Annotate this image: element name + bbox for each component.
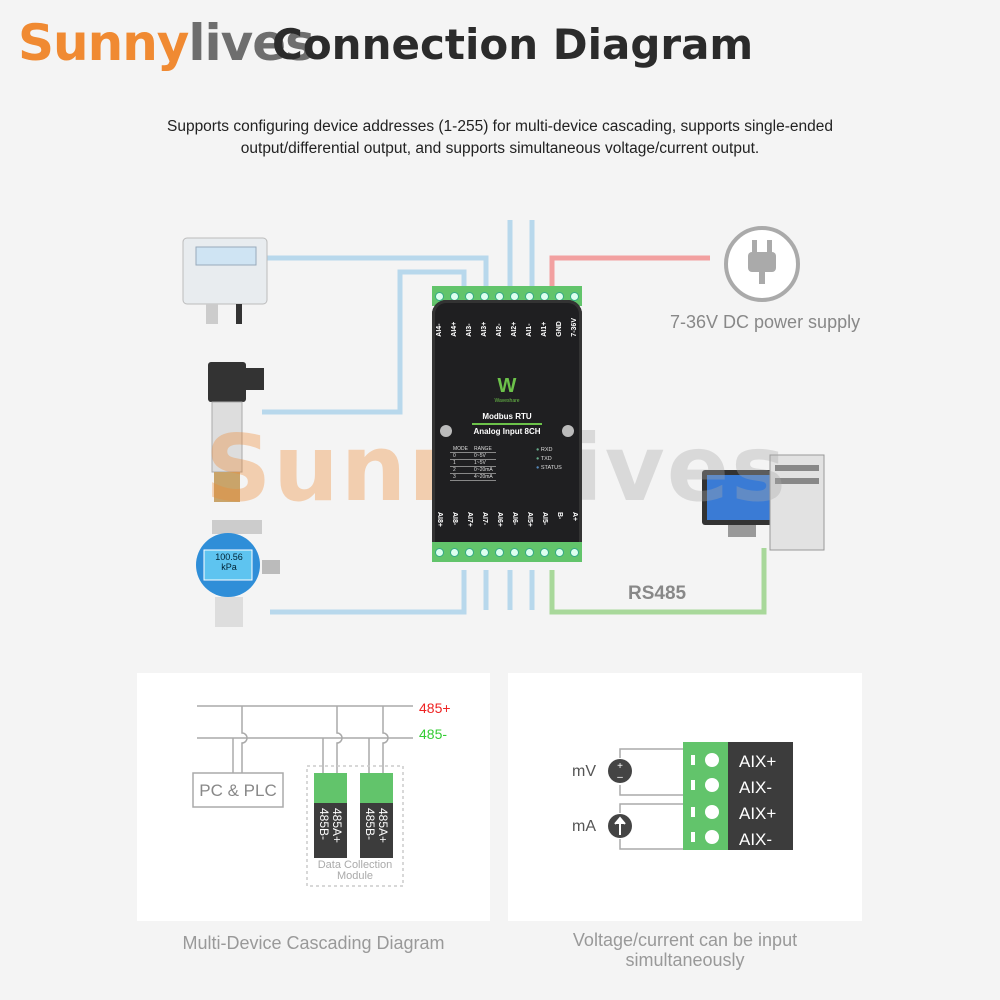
module-protocol: Modbus RTU xyxy=(482,412,532,421)
waveshare-logo: W Waveshare xyxy=(432,375,582,404)
range-cell: 0~5V xyxy=(471,452,496,460)
pin-label: AI3+ xyxy=(481,321,488,337)
module-caption-line1: Data Collection xyxy=(317,859,393,871)
mode-cell: 3 xyxy=(450,473,471,481)
svg-text:+: + xyxy=(617,761,623,772)
wiring xyxy=(182,220,825,627)
input-wiring: +– xyxy=(608,742,793,850)
gauge-value: 100.56 xyxy=(215,552,243,562)
pin-label: AI6- xyxy=(511,512,518,526)
pin-label: B- xyxy=(556,512,563,520)
gauge-unit: kPa xyxy=(221,562,237,572)
wire-ai2 xyxy=(262,269,467,415)
pin-label: AI4- xyxy=(436,323,443,337)
pin-label: AI2+ xyxy=(511,321,518,337)
computer-icon xyxy=(702,454,825,551)
led-txd: TXD xyxy=(540,456,552,462)
module-pins-1: 485A+485B- xyxy=(317,808,344,844)
cascading-caption: Multi-Device Cascading Diagram xyxy=(182,933,445,953)
terminal-label: AIX- xyxy=(739,830,773,849)
rs485-label: RS485 xyxy=(628,583,687,604)
pin-a-label: 485A+ xyxy=(330,808,344,844)
range-cell: 1~5V xyxy=(471,459,496,467)
pin-label: AI2- xyxy=(496,323,503,337)
terminal-label: AIX+ xyxy=(739,752,777,771)
mode-cell: 1 xyxy=(450,459,471,467)
pressure-transmitter xyxy=(208,362,264,502)
bus-plus-label: 485+ xyxy=(419,700,451,716)
power-plug-icon xyxy=(724,226,800,302)
pin-label: AI7+ xyxy=(466,512,473,527)
wire-ai-top xyxy=(507,220,535,290)
wire-ai-bottom xyxy=(483,570,535,610)
logo-part1: Sunny xyxy=(18,14,189,72)
analog-input-module: AI4- AI4+ AI3- AI3+ AI2- AI2+ AI1- AI1+ GND 7-36V… xyxy=(432,300,582,556)
mode-cell: 0 xyxy=(450,452,471,460)
pin-label: AI1+ xyxy=(541,321,548,337)
ma-label: mA xyxy=(572,818,596,835)
screw-icon xyxy=(562,425,574,437)
subtitle-line1: Supports configuring device addresses (1… xyxy=(166,118,833,135)
terminal-label: AIX+ xyxy=(739,804,777,823)
pin-label: AI6+ xyxy=(496,512,503,527)
pin-label: AI1- xyxy=(526,323,533,337)
pin-label: AI4+ xyxy=(451,321,458,337)
pin-label: AI3- xyxy=(466,323,473,337)
status-leds: ● RXD ● TXD ● STATUS xyxy=(536,447,562,471)
bus-minus-label: 485- xyxy=(419,726,448,742)
pin-label: AI8- xyxy=(451,512,458,526)
pressure-gauge-transmitter xyxy=(196,520,280,627)
pin-label: AI5- xyxy=(541,512,548,526)
wire-power xyxy=(549,255,710,290)
terminal-labels: AIX+ AIX- AIX+ AIX- xyxy=(739,749,776,853)
range-header: RANGE xyxy=(471,446,496,453)
led-rxd: RXD xyxy=(540,447,553,453)
temperature-humidity-sensor xyxy=(182,237,268,324)
mv-label: mV xyxy=(572,763,596,780)
pin-a-label: 485A+ xyxy=(376,808,390,844)
module-caption-line2: Module xyxy=(336,870,374,882)
cascading-panel: 485+ 485- PC & PLC 485A+485B- 485A+485B-… xyxy=(137,673,490,921)
brand-logo: Sunnylives xyxy=(18,14,315,72)
pin-label: AI8+ xyxy=(436,512,443,527)
pin-b-label: 485B- xyxy=(363,808,377,841)
module-pins-2: 485A+485B- xyxy=(363,808,390,844)
input-caption-line1: Voltage/current can be input xyxy=(572,930,798,950)
pin-b-label: 485B- xyxy=(317,808,331,841)
subtitle-line2: output/differential output, and supports… xyxy=(240,140,760,157)
module-name: Modbus RTU Analog Input 8CH xyxy=(432,412,582,436)
mode-header: MODE xyxy=(450,446,471,453)
brand-name: Waveshare xyxy=(494,398,520,404)
module-type: Analog Input 8CH xyxy=(473,427,541,436)
input-panel: +– mV mA AIX+ AIX- AIX+ AIX- xyxy=(508,673,862,921)
terminal-label: AIX- xyxy=(739,778,773,797)
pin-label: A+ xyxy=(571,512,578,522)
wire-ai5 xyxy=(270,570,467,615)
bottom-pin-labels: AI8+ AI8- AI7+ AI7- AI6+ AI6- AI5+ AI5- B- A+ xyxy=(432,512,582,527)
power-supply-label: 7-36V DC power supply xyxy=(670,312,861,332)
mode-cell: 2 xyxy=(450,466,471,474)
svg-text:–: – xyxy=(617,772,623,783)
cascading-bus-diagram xyxy=(192,705,413,887)
input-caption-line2: simultaneously xyxy=(625,950,745,970)
subtitle: Supports configuring device addresses (1… xyxy=(100,116,900,160)
wire-rs485 xyxy=(549,548,767,615)
pin-label: GND xyxy=(556,321,563,337)
page-title: Connection Diagram xyxy=(272,20,754,69)
logo-part2: lives xyxy=(188,14,315,72)
pin-label: AI7- xyxy=(481,512,488,526)
led-status: STATUS xyxy=(540,465,562,471)
pin-label: 7-36V xyxy=(571,318,578,337)
host-label: PC & PLC xyxy=(199,781,277,800)
wire-ai1 xyxy=(265,255,489,290)
top-pin-labels: AI4- AI4+ AI3- AI3+ AI2- AI2+ AI1- AI1+ GND 7-36V xyxy=(432,318,582,337)
range-cell: 0~20mA xyxy=(471,466,496,474)
screw-icon xyxy=(440,425,452,437)
pin-label: AI5+ xyxy=(526,512,533,527)
range-cell: 4~20mA xyxy=(471,473,496,481)
